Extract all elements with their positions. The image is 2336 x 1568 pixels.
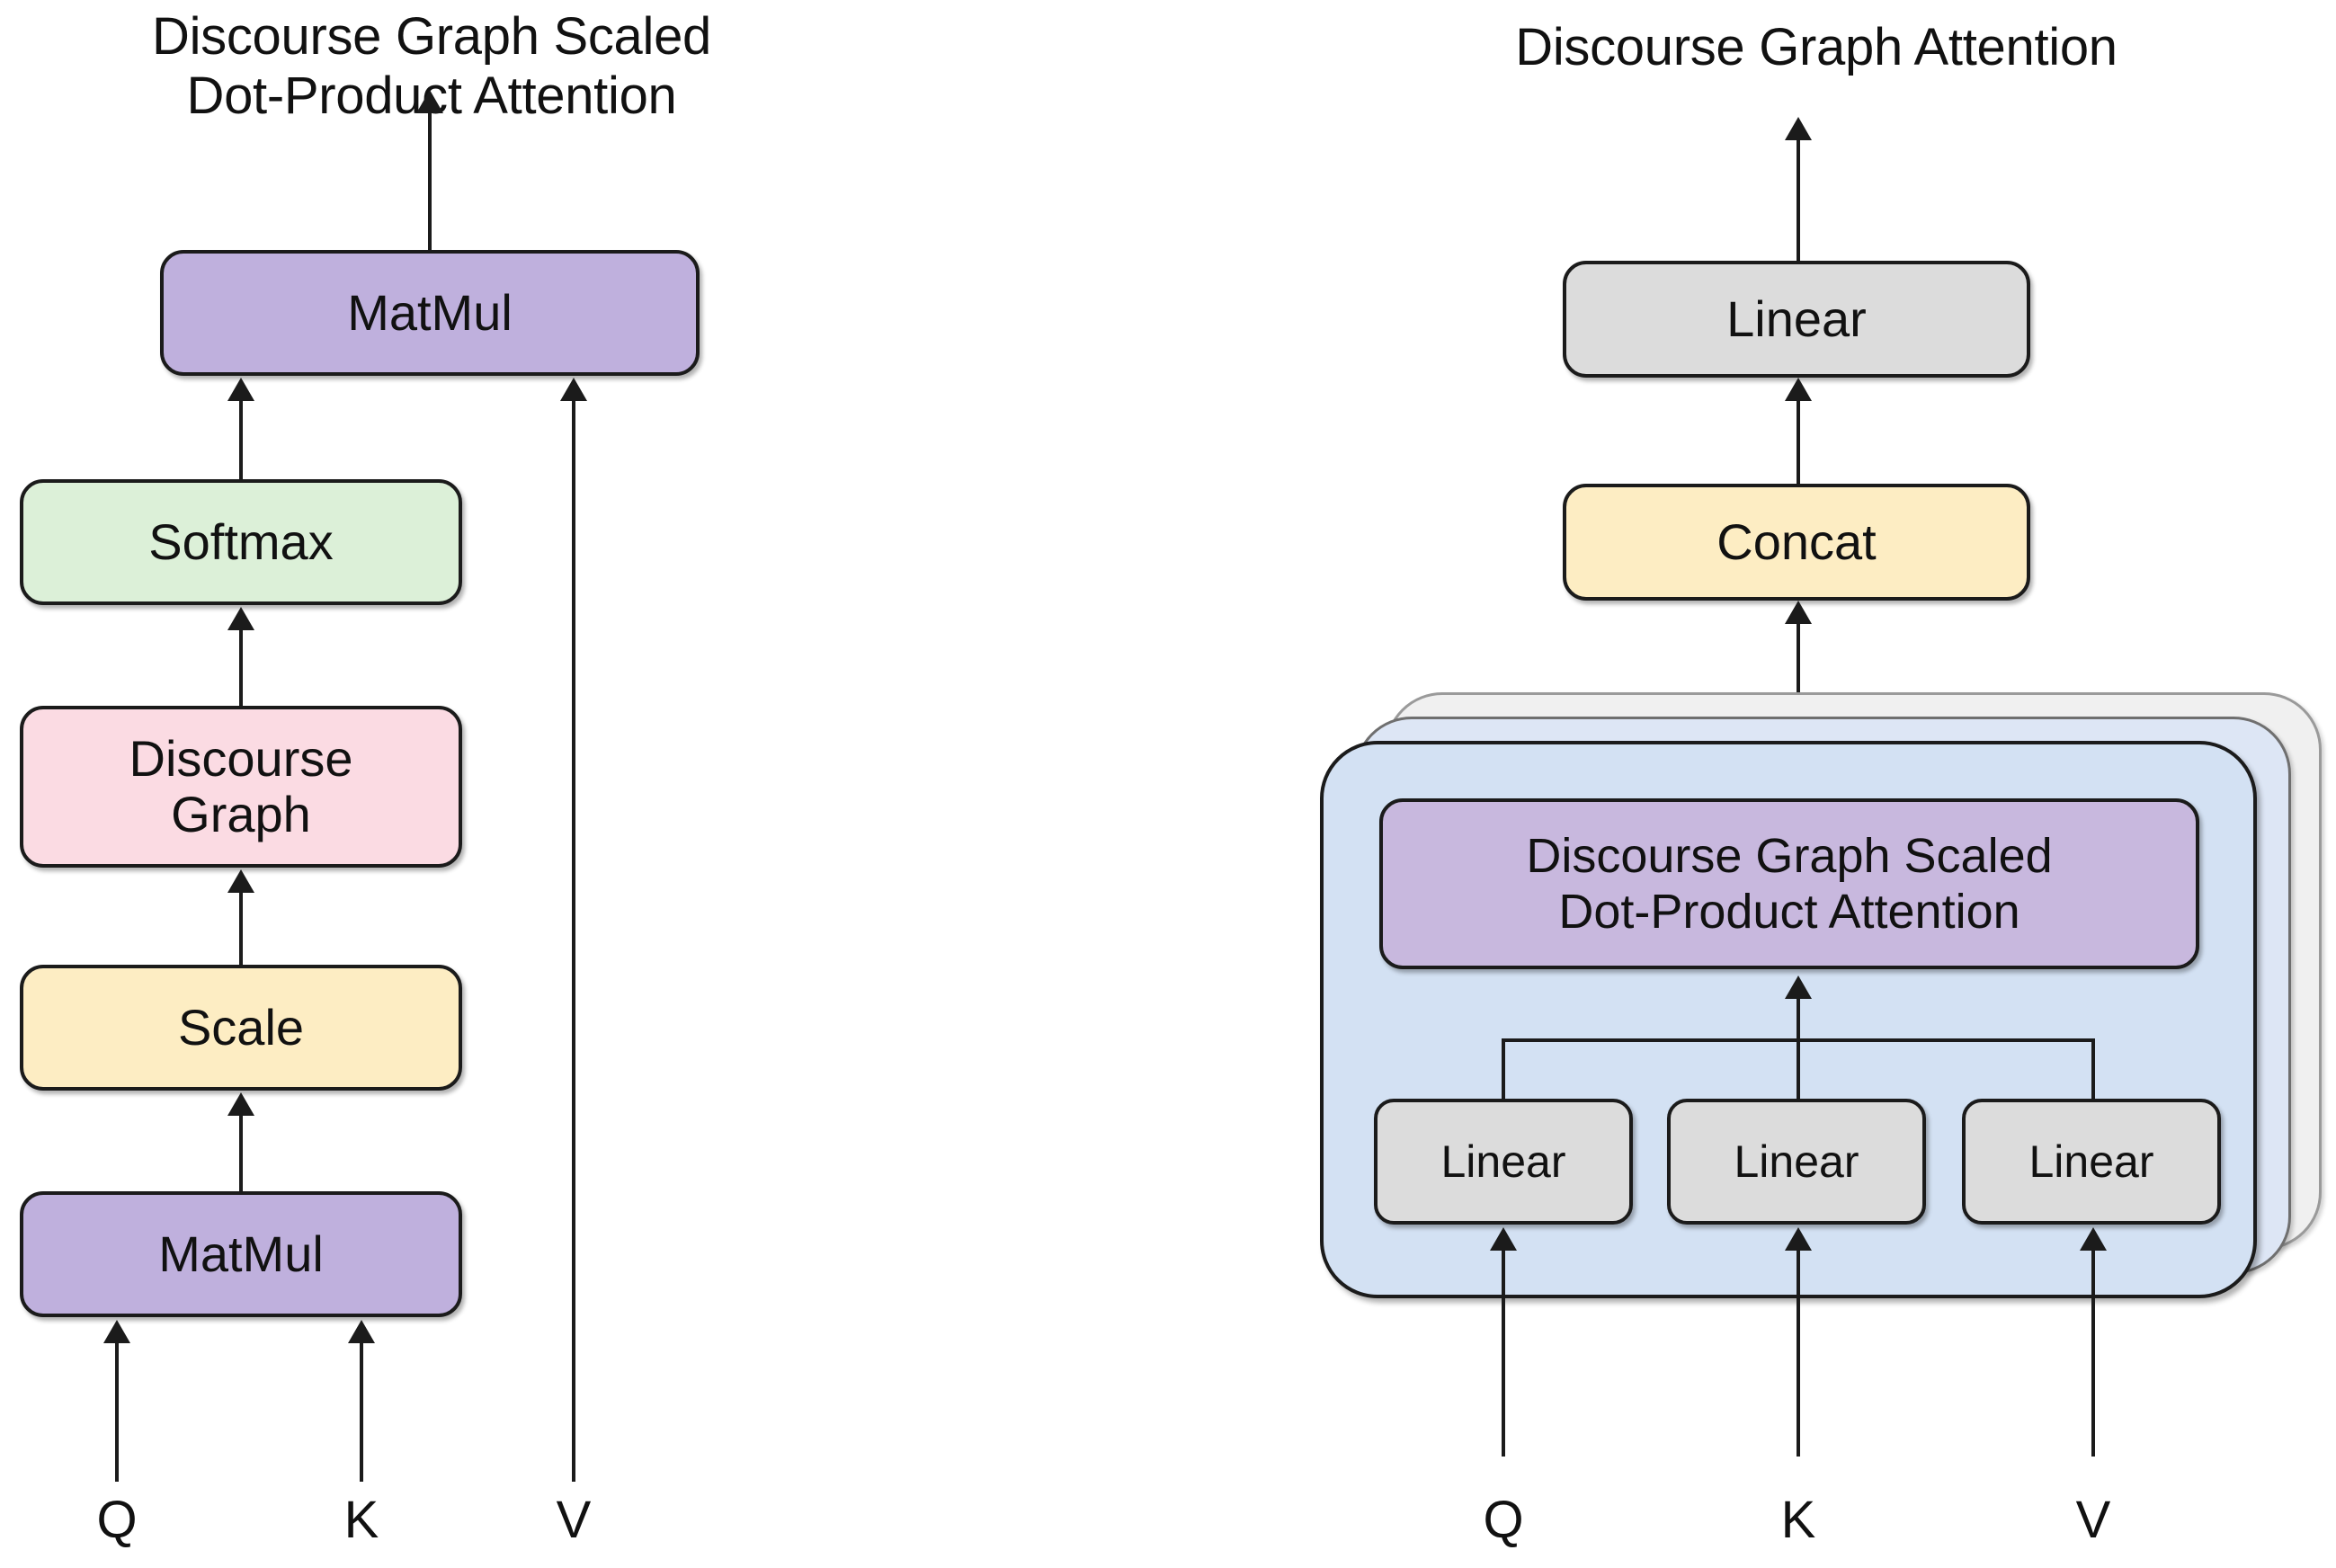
left-input-arrowhead-k bbox=[348, 1320, 375, 1343]
right-output-line bbox=[1797, 135, 1800, 261]
right-input-label-k: K bbox=[1780, 1491, 1816, 1549]
left-node-scale[interactable]: Scale bbox=[20, 965, 462, 1091]
left-edge-scale-arrowhead bbox=[227, 869, 254, 893]
left-input-arrowhead-q bbox=[103, 1320, 130, 1343]
left-diagram-title: Discourse Graph Scaled Dot-Product Atten… bbox=[151, 7, 712, 125]
left-edge-matmul-to-scale bbox=[239, 1110, 243, 1193]
right-edge-concat-arrowhead bbox=[1785, 378, 1812, 401]
right-edge-linear-arrowhead bbox=[1785, 976, 1812, 999]
right-input-label-v: V bbox=[2075, 1491, 2111, 1549]
left-edge-softmax-to-matmul bbox=[239, 396, 243, 481]
right-edge-linear-to-attention bbox=[1797, 993, 1800, 1101]
right-node-linear-q[interactable]: Linear bbox=[1374, 1099, 1633, 1225]
left-output-arrowhead bbox=[416, 90, 443, 113]
left-input-arrowhead-v bbox=[560, 378, 587, 401]
right-input-line-q bbox=[1502, 1245, 1505, 1457]
left-input-line-v bbox=[572, 396, 575, 1482]
right-edge-concat-to-linear bbox=[1797, 396, 1800, 484]
right-input-arrowhead-q bbox=[1490, 1227, 1517, 1251]
right-diagram-title: Discourse Graph Attention bbox=[1515, 18, 2118, 76]
right-bus-stub-left bbox=[1502, 1038, 1505, 1101]
right-node-linear-v[interactable]: Linear bbox=[1962, 1099, 2221, 1225]
right-node-discourse-attention[interactable]: Discourse Graph Scaled Dot-Product Atten… bbox=[1379, 798, 2199, 969]
left-input-label-k: K bbox=[343, 1491, 379, 1549]
left-node-softmax[interactable]: Softmax bbox=[20, 479, 462, 605]
right-edge-attention-arrowhead bbox=[1785, 601, 1812, 624]
right-input-label-q: Q bbox=[1483, 1491, 1524, 1549]
left-edge-softmax-arrowhead bbox=[227, 378, 254, 401]
left-edge-matmul-arrowhead bbox=[227, 1092, 254, 1116]
left-input-line-q bbox=[115, 1340, 119, 1482]
right-input-line-v bbox=[2091, 1245, 2095, 1457]
right-bus-stub-right bbox=[2091, 1038, 2095, 1101]
right-node-concat[interactable]: Concat bbox=[1563, 484, 2030, 601]
left-output-line bbox=[428, 106, 432, 250]
left-edge-scale-to-dg bbox=[239, 887, 243, 967]
right-node-linear-output[interactable]: Linear bbox=[1563, 261, 2030, 378]
left-input-line-k bbox=[360, 1340, 363, 1482]
right-input-arrowhead-v bbox=[2080, 1227, 2107, 1251]
left-node-matmul-bottom[interactable]: MatMul bbox=[20, 1191, 462, 1317]
left-input-label-q: Q bbox=[96, 1491, 138, 1549]
left-edge-dg-arrowhead bbox=[227, 607, 254, 630]
left-node-discourse-graph[interactable]: Discourse Graph bbox=[20, 706, 462, 868]
right-input-arrowhead-k bbox=[1785, 1227, 1812, 1251]
left-node-matmul-top[interactable]: MatMul bbox=[160, 250, 700, 376]
left-input-label-v: V bbox=[556, 1491, 592, 1549]
right-input-line-k bbox=[1797, 1245, 1800, 1457]
left-edge-dg-to-softmax bbox=[239, 625, 243, 708]
right-output-arrowhead bbox=[1785, 117, 1812, 140]
right-node-linear-k[interactable]: Linear bbox=[1667, 1099, 1926, 1225]
